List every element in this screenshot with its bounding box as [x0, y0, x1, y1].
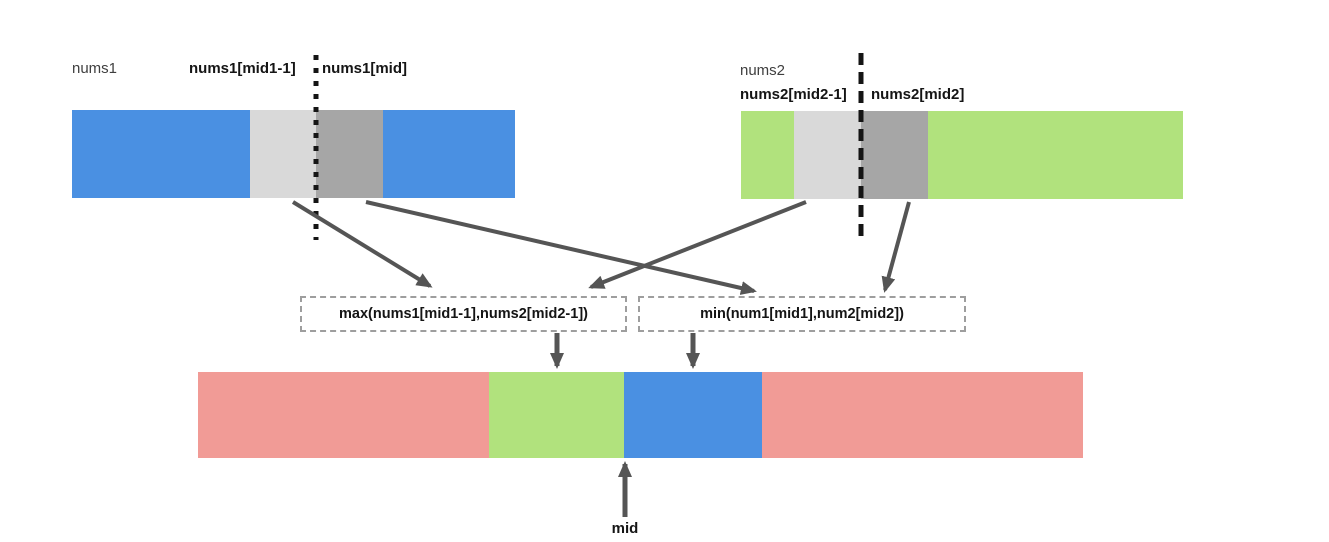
nums2-right-segment: [928, 111, 1183, 199]
merged-max-segment: [489, 372, 624, 458]
nums1-mid-minus-1-label: nums1[mid1-1]: [189, 60, 296, 77]
merged-right-segment: [762, 372, 1083, 458]
arrow-nums1-mid1-minus-1-to-max: [291, 200, 433, 288]
nums1-title: nums1: [72, 60, 118, 77]
merged-min-segment: [624, 372, 762, 458]
arrow-nums2-mid2-minus-1-to-max: [588, 200, 807, 289]
nums1-mid-label: nums1[mid]: [322, 60, 408, 77]
arrow-nums1-mid1-to-min: [365, 200, 757, 295]
nums2-title: nums2: [740, 62, 786, 79]
nums1-bar: [72, 110, 515, 198]
nums2-mid-label: nums2[mid2]: [871, 86, 965, 103]
nums2-mid2-segment: [861, 111, 928, 199]
arrow-nums2-mid2-to-min: [881, 201, 911, 293]
max-operation-box: max(nums1[mid1-1],nums2[mid2-1]): [300, 296, 627, 332]
nums2-left-segment: [741, 111, 794, 199]
max-operation-label: max(nums1[mid1-1],nums2[mid2-1]): [339, 306, 588, 322]
merged-left-segment: [198, 372, 489, 458]
min-operation-label: min(num1[mid1],num2[mid2]): [700, 306, 904, 322]
nums2-bar: [741, 111, 1183, 199]
merged-result-bar: [198, 372, 1083, 458]
nums1-left-segment: [72, 110, 250, 198]
nums2-mid-minus-1-label: nums2[mid2-1]: [740, 86, 847, 103]
nums1-mid1-minus-1-segment: [250, 110, 316, 198]
nums2-mid2-minus-1-segment: [794, 111, 861, 199]
nums1-right-segment: [383, 110, 515, 198]
mid-label: mid: [611, 520, 639, 537]
nums1-mid1-segment: [316, 110, 383, 198]
min-operation-box: min(num1[mid1],num2[mid2]): [638, 296, 966, 332]
